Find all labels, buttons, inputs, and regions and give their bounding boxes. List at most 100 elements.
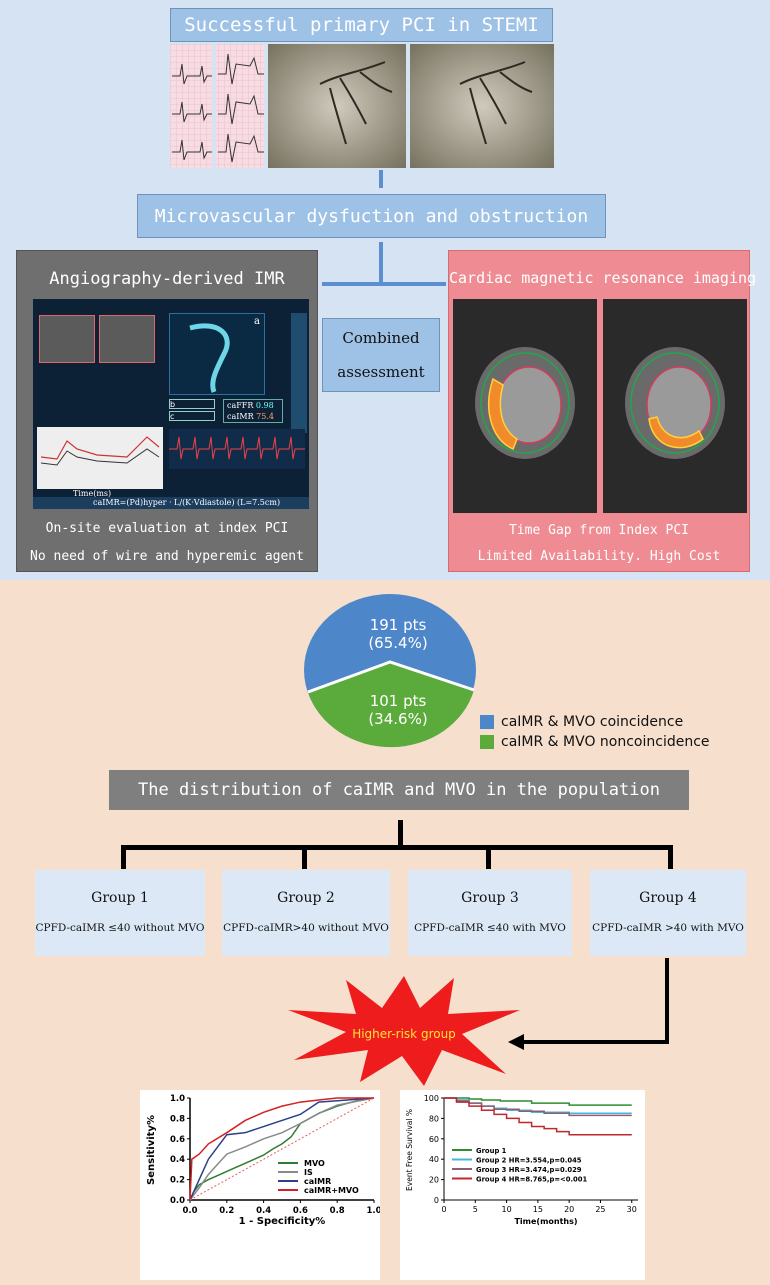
tree-drop-3 [486, 845, 491, 869]
arrow-head-icon [508, 1034, 524, 1050]
distribution-title: The distribution of caIMR and MVO in the… [138, 780, 660, 800]
km-ytick-label: 40 [429, 1155, 439, 1164]
angio-thumb-2 [99, 315, 155, 363]
caimr-software-screen: a b c caFFR 0.98 caIMR 75.4 Time(ms) caI… [33, 299, 309, 509]
tree-crossbar [121, 845, 673, 850]
roc-xtick-label: 0.6 [293, 1206, 308, 1216]
group-3-box: Group 3 CPFD-caIMR ≤40 with MVO [408, 870, 572, 956]
km-ytick-label: 0 [434, 1196, 439, 1205]
km-ytick-label: 20 [429, 1176, 439, 1185]
pie-pct-65: (65.4%) [368, 634, 427, 652]
roc-axes [189, 1098, 374, 1201]
km-xtick-label: 15 [533, 1205, 543, 1214]
group-3-desc: CPFD-caIMR ≤40 with MVO [414, 922, 566, 934]
time-axis-label: Time(ms) [73, 489, 112, 498]
caimr-label: caIMR [227, 412, 254, 421]
km-ytick-label: 100 [424, 1094, 439, 1103]
connector-line [379, 242, 383, 282]
group-3-title: Group 3 [461, 890, 519, 906]
km-xtick-label: 10 [501, 1205, 511, 1214]
roc-xtick-label: 0.4 [256, 1206, 271, 1216]
group-2-box: Group 2 CPFD-caIMR>40 without MVO [222, 870, 390, 956]
pie-label-191: 191 pts [370, 616, 427, 634]
pie-legend: caIMR & MVO coincidence caIMR & MVO nonc… [480, 712, 770, 752]
pie-chart: 191 pts (65.4%) 101 pts (34.6%) [304, 594, 476, 748]
cmr-note-2: Limited Availability. High Cost [477, 549, 721, 564]
cmr-note-1: Time Gap from Index PCI [508, 523, 689, 538]
km-legend-label: Group 4 HR=8.765,p=<0.001 [476, 1176, 587, 1184]
roc-legend-label: IS [304, 1168, 313, 1177]
angiography-note-2: No need of wire and hyperemic agent [30, 549, 304, 564]
km-series-line [444, 1097, 632, 1117]
group-2-desc: CPFD-caIMR>40 without MVO [223, 922, 389, 934]
title-text: Successful primary PCI in STEMI [184, 14, 539, 36]
screen-label-a: a [254, 316, 260, 327]
roc-xtick-label: 0.8 [330, 1206, 345, 1216]
pie-label-101: 101 pts [370, 692, 427, 710]
title-box: Successful primary PCI in STEMI [170, 8, 553, 42]
angiography-imr-title: Angiography-derived IMR [49, 269, 285, 289]
vessel-curve-graphic [189, 323, 230, 393]
km-xtick-label: 20 [564, 1205, 574, 1214]
group-1-title: Group 1 [91, 890, 149, 906]
combined-line-1: Combined [342, 329, 420, 347]
connector-line [379, 170, 383, 188]
ecg-strip-right [216, 44, 264, 168]
cmr-panel: Cardiac magnetic resonance imaging Time … [448, 250, 757, 572]
tree-stem [398, 820, 403, 848]
arrow-vertical [665, 958, 669, 1044]
roc-legend-label: caIMR [304, 1177, 331, 1186]
pie-slice-noncoincidence [308, 662, 474, 748]
km-legend-label: Group 3 HR=3.474,p=0.029 [476, 1166, 582, 1174]
km-series-line [444, 1097, 632, 1136]
km-ylabel: Event Free Survival % [405, 1109, 414, 1191]
km-xtick-label: 25 [595, 1205, 605, 1214]
side-toolbar [291, 313, 307, 433]
pie-legend-item-2: caIMR & MVO noncoincidence [480, 732, 770, 752]
group-4-desc: CPFD-caIMR >40 with MVO [592, 922, 744, 934]
measure-box-b: b [169, 399, 215, 409]
distribution-title-box: The distribution of caIMR and MVO in the… [109, 770, 689, 810]
km-xtick-label: 30 [627, 1205, 637, 1214]
combined-line-2: assessment [337, 363, 425, 381]
cmr-images [453, 299, 747, 513]
group-1-desc: CPFD-caIMR ≤40 without MVO [35, 922, 205, 934]
km-ytick-label: 80 [429, 1114, 439, 1123]
km-xtick-label: 0 [441, 1205, 446, 1214]
km-xlabel: Time(months) [514, 1217, 577, 1226]
ecg-strip-left [170, 44, 212, 168]
dysfunction-box: Microvascular dysfuction and obstruction [137, 194, 606, 238]
cafr-readout: caFFR 0.98 caIMR 75.4 [223, 399, 283, 423]
km-axes [443, 1098, 638, 1201]
group-4-title: Group 4 [639, 890, 697, 906]
angiography-imr-panel: Angiography-derived IMR a b c caFFR 0.98… [16, 250, 318, 572]
measure-box-c: c [169, 411, 215, 421]
roc-ytick-label: 0.4 [170, 1155, 185, 1165]
tree-drop-4 [668, 845, 673, 869]
group-4-box: Group 4 CPFD-caIMR >40 with MVO [590, 870, 746, 956]
angio-thumb-1 [39, 315, 95, 363]
roc-ytick-label: 0.0 [170, 1196, 185, 1206]
tree-drop-1 [121, 845, 126, 869]
roc-ytick-label: 0.8 [170, 1114, 185, 1124]
angiogram-before [268, 44, 406, 168]
pressure-plot [37, 427, 163, 489]
caimr-value: 75.4 [256, 412, 274, 421]
pie-legend-item-1: caIMR & MVO coincidence [480, 712, 770, 732]
roc-xtick-label: 0.0 [182, 1206, 197, 1216]
roc-series-line [189, 1097, 374, 1201]
roc-xtick-label: 0.2 [219, 1206, 234, 1216]
combined-assessment-box: Combined assessment [322, 318, 440, 392]
ecg-and-angiogram-images [170, 44, 554, 168]
roc-ytick-label: 0.2 [170, 1176, 185, 1186]
group-2-title: Group 2 [277, 890, 335, 906]
waveform-strip [169, 429, 305, 469]
roc-legend-label: caIMR+MVO [304, 1186, 359, 1195]
tree-drop-2 [302, 845, 307, 869]
cmr-title: Cardiac magnetic resonance imaging [449, 269, 757, 287]
formula-bar: caIMR=(Pd)hyper · L/(K·Vdiastole) (L=7.5… [33, 497, 309, 509]
roc-legend-label: MVO [304, 1159, 325, 1168]
cafr-value: 0.98 [255, 401, 274, 410]
